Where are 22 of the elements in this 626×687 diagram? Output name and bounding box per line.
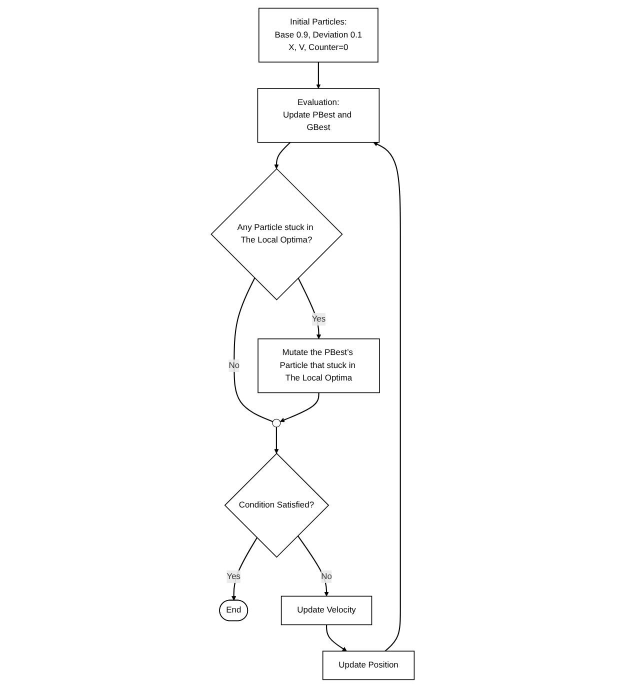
arrow <box>274 142 291 169</box>
node-box: Mutate the PBest’s Particle that stuck in The Local Optima <box>258 338 380 393</box>
arrow <box>316 62 322 88</box>
node-box: Evaluation: Update PBest and GBest <box>258 88 380 142</box>
edge-label: No <box>229 360 240 370</box>
edge-label: Yes <box>312 314 326 324</box>
arrow <box>280 392 320 422</box>
node-diamond: Any Particle stuck in The Local Optima? <box>210 168 344 300</box>
edge-label: No <box>321 571 332 580</box>
node-circle <box>272 418 281 427</box>
arrow <box>298 277 322 339</box>
node-box: Update Velocity <box>281 595 372 625</box>
arrow <box>298 535 330 596</box>
connector <box>234 277 274 422</box>
node-box: Initial Particles: Base 0.9, Deviation 0.1 X, V, Counter=0 <box>258 7 379 62</box>
arrow <box>274 426 280 454</box>
node-box: Update Position <box>322 650 415 680</box>
node-diamond: Condition Satisfied? <box>224 452 330 558</box>
arrow <box>232 536 258 600</box>
arrow <box>373 142 402 652</box>
arrow <box>326 624 348 651</box>
edge-label: Yes <box>227 571 241 580</box>
